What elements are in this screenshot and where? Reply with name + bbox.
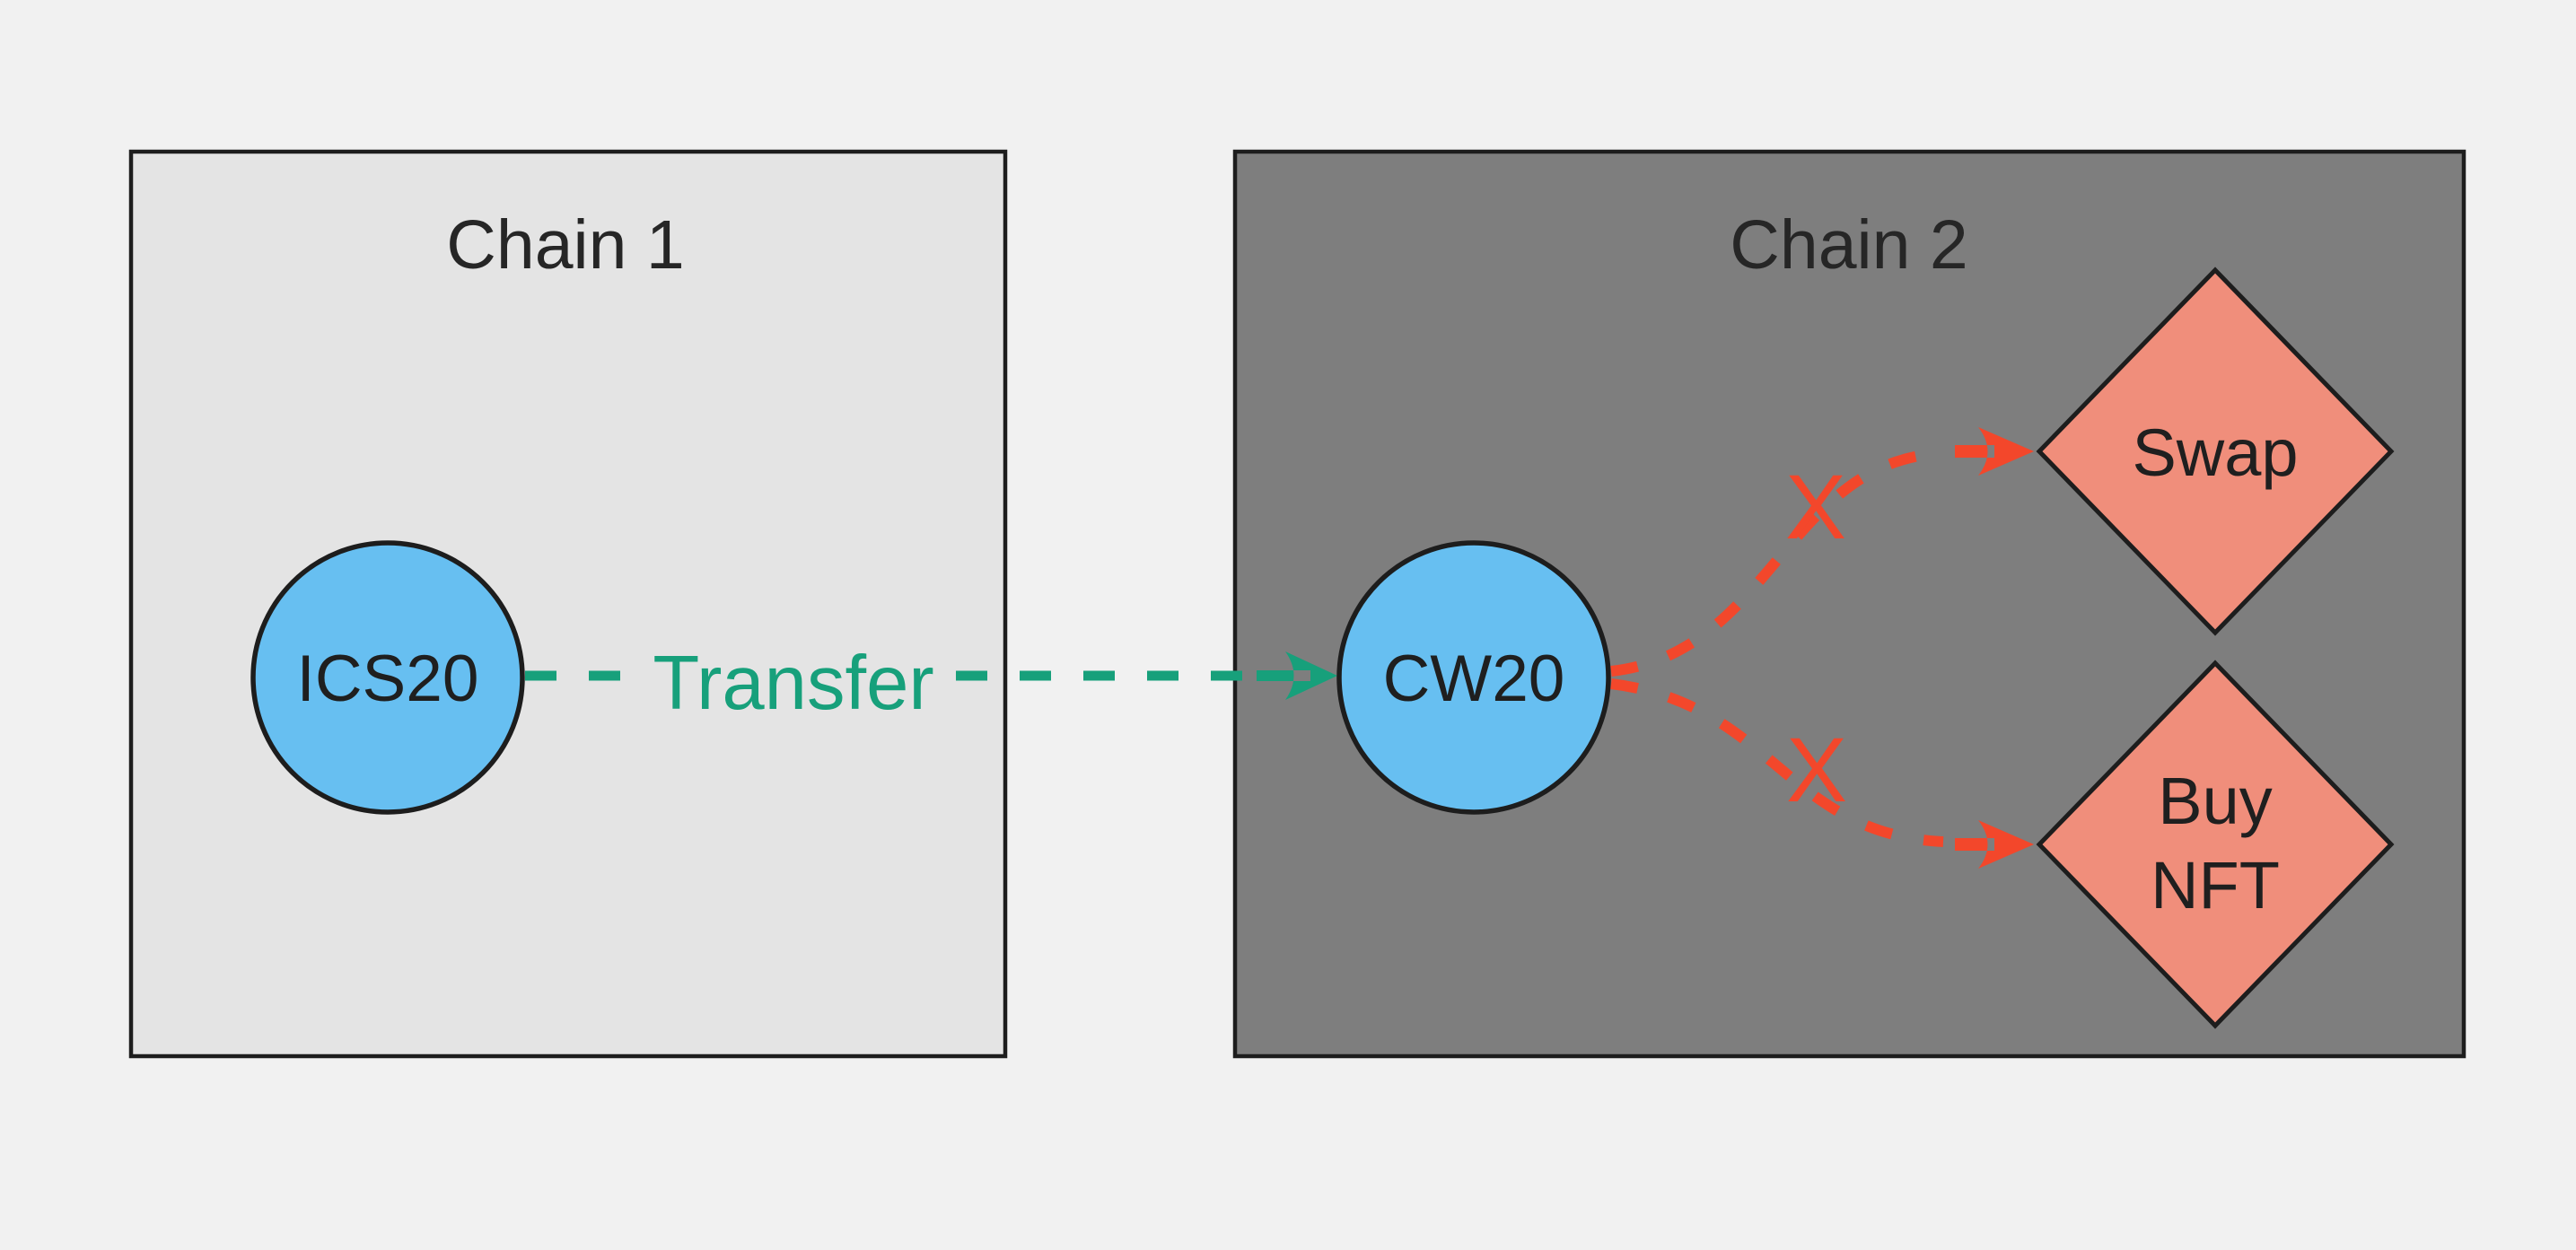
- transfer-arrowhead-icon: [1257, 651, 1337, 700]
- ics20-node: [250, 540, 525, 815]
- blocked-arrowhead-swap-icon: [1955, 427, 2034, 476]
- cw20-node: [1336, 540, 1611, 815]
- swap-diamond: [2036, 267, 2395, 636]
- blocked-arrowhead-buy-nft-icon: [1955, 820, 2034, 869]
- chain1-box: [128, 149, 1008, 1059]
- buy-nft-diamond: [2036, 660, 2395, 1029]
- cw20-node-label: CW20: [1383, 642, 1565, 715]
- swap-label: Swap: [2132, 415, 2298, 490]
- buy-nft-label-line1: Buy: [2158, 764, 2273, 838]
- buy-nft-label-line2: NFT: [2151, 848, 2280, 922]
- chain2-title: Chain 2: [1730, 206, 1967, 284]
- blocked-path-buy-nft: [1610, 678, 1944, 847]
- blocked-x-mark-swap: X: [1785, 456, 1846, 558]
- blocked-path-swap: [1610, 448, 1944, 677]
- chain1-title: Chain 1: [446, 206, 684, 284]
- ics20-node-label: ICS20: [297, 642, 479, 715]
- transfer-label: Transfer: [653, 641, 933, 726]
- blocked-x-mark-buy-nft: X: [1786, 719, 1847, 821]
